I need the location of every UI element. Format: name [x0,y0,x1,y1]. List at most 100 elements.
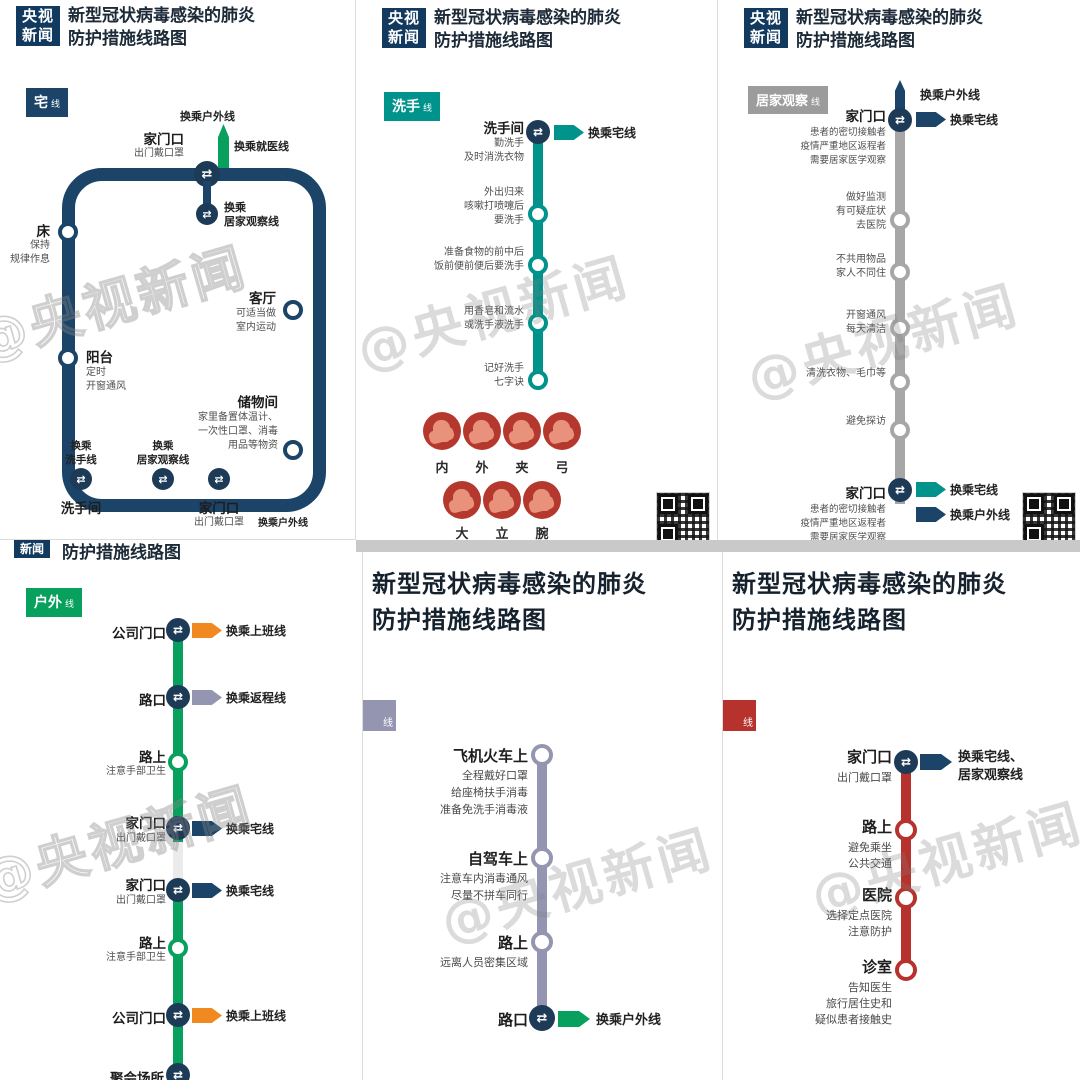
title-line-1: 新型冠状病毒感染的肺炎 [796,8,983,28]
title-line-2: 防护措施线路图 [732,606,907,634]
station-door-note-3: 需要居家医学观察 [809,532,886,540]
station-on-road-note-1: 避免乘坐 [848,841,892,854]
panel-wash-line: 央视 新闻 新型冠状病毒感染的肺炎 防护措施线路图 洗手 线 ⇄ 换乘宅线 洗手… [356,0,718,540]
station-bed-note-1: 保持 [30,240,50,251]
station-on-road-note-2: 公共交通 [848,857,892,870]
line-badge-medical: 线 [723,700,756,731]
station-hospital: 医院 [861,886,892,904]
cctv-news-logo: 央视 新闻 [382,8,426,48]
station-washroom-note-1: 勤洗手 [494,138,524,149]
title-line-2: 防护措施线路图 [434,31,553,51]
interchange-icon: ⇄ [166,1003,190,1027]
station-consulting-room-note-2: 旅行居住史和 [826,997,892,1010]
transfer-outdoor-top-label: 换乘户外线 [180,110,235,123]
line-badge-wash: 洗手 线 [384,92,441,121]
interchange-icon: ⇄ [70,468,92,490]
transfer-medical-label: 换乘就医线 [234,140,289,153]
panel-divider [0,539,356,540]
home-line-loop [62,168,326,512]
transfer-arrow-up-icon [895,80,905,116]
station-door-bottom: 家门口 [198,501,240,517]
panel-title: 新型冠状病毒感染的肺炎 防护措施线路图 [732,566,1007,638]
station-self-drive-note-1: 注意车内消毒通风 [440,872,528,885]
qr-finder [658,524,678,540]
transfer-word-label: 换乘 [70,440,92,452]
station-door-note: 出门戴口罩 [837,771,892,784]
qr-finder [1024,494,1044,514]
handwash-step-label: 夹 [515,461,529,476]
outdoor-line-gap [173,842,183,880]
station-dot-storage [283,440,303,460]
interchange-icon: ⇄ [888,108,912,132]
transfer-work-label: 换乘上班线 [226,1009,287,1023]
handwash-step-label: 腕 [535,527,549,540]
handwash-gesture-icon [523,481,561,519]
station-bed: 床 [36,224,51,240]
interchange-icon: ⇄ [166,1063,190,1080]
title-line-1: 新型冠状病毒感染的肺炎 [434,8,621,28]
station-living: 客厅 [249,291,276,307]
station-storage: 储物间 [237,395,279,411]
station-dot [528,204,548,224]
wash-step-note: 准备食物的前中后 [444,247,524,258]
transfer-arrow-icon [192,623,222,638]
badge-line-suffix: 线 [65,600,75,610]
station-on-road-note: 注意手部卫生 [106,952,166,963]
station-door-note-3: 需要居家医学观察 [809,155,886,166]
transfer-outdoor-bottom-label: 换乘户外线 [950,508,1011,522]
transfer-arrow-icon [558,1011,590,1027]
handwash-gesture-icon [443,481,481,519]
station-company-gate: 公司门口 [112,626,166,642]
transfer-arrow-icon [916,507,946,522]
title-line-1: 新型冠状病毒感染的肺炎 [68,6,255,26]
interchange-icon: ⇄ [208,468,230,490]
logo-line-2: 新闻 [749,28,782,46]
observe-step-note: 开窗通风 [846,310,886,321]
transfer-home-label: 换乘宅线 [588,126,637,140]
observe-step-note: 每天清洁 [846,324,886,335]
transfer-observe-label: 居家观察线 [224,215,279,228]
badge-line-name: 居家观察 [756,94,809,109]
interchange-icon: ⇄ [166,816,190,840]
qr-code [656,492,710,540]
observe-step-note: 不共用物品 [836,254,886,265]
qr-finder [688,494,708,514]
station-dot [528,255,548,275]
station-bed-note-2: 规律作息 [10,254,50,265]
station-crossing: 路口 [497,1011,528,1029]
station-dot [890,420,910,440]
panel-title: 新型冠状病毒感染的肺炎 防护措施线路图 [68,5,255,51]
station-door-note: 出门戴口罩 [116,895,166,906]
transfer-arrow-icon [920,754,952,770]
qr-code [1022,492,1076,540]
station-dot [528,370,548,390]
station-door-note-1: 患者的密切接触者 [809,504,886,515]
panel-medical-line: 新型冠状病毒感染的肺炎 防护措施线路图 线 ⇄ 家门口 出门戴口罩 换乘宅线、 … [720,540,1080,1080]
transfer-outdoor-label: 换乘户外线 [596,1013,662,1028]
wash-step-note: 咳嗽打喷嚏后 [464,201,524,212]
station-plane-train-note-2: 给座椅扶手消毒 [451,786,528,799]
observe-step-note: 做好监测 [846,192,886,203]
wash-step-note: 七字诀 [494,377,524,388]
station-plane-train: 飞机火车上 [452,747,528,765]
station-dot [895,887,917,909]
wash-step-note: 用香皂和流水 [464,306,524,317]
station-washroom-note-2: 及时消洗衣物 [464,152,524,163]
handwash-gesture-icon [483,481,521,519]
transfer-arrow-icon [192,690,222,705]
panel-outdoor-line: 新闻 防护措施线路图 户外 线 ⇄ 公司门口 换乘上班线 ⇄ 路口 换乘返程线 … [0,540,360,1080]
badge-line-name: 洗手 [392,99,420,115]
interchange-icon: ⇄ [529,1005,555,1031]
station-door-top: 家门口 [143,132,185,148]
badge-line-suffix: 线 [811,98,821,108]
station-on-road: 路上 [497,934,528,952]
photo-seam [356,540,1080,552]
panel-divider [722,552,723,1080]
badge-line-name: 户外 [34,595,62,611]
logo-line-1: 央视 [749,9,782,27]
station-dot [890,262,910,282]
interchange-icon: ⇄ [166,618,190,642]
panel-title: 新型冠状病毒感染的肺炎 防护措施线路图 [372,566,647,638]
handwash-step-label: 弓 [555,461,569,476]
